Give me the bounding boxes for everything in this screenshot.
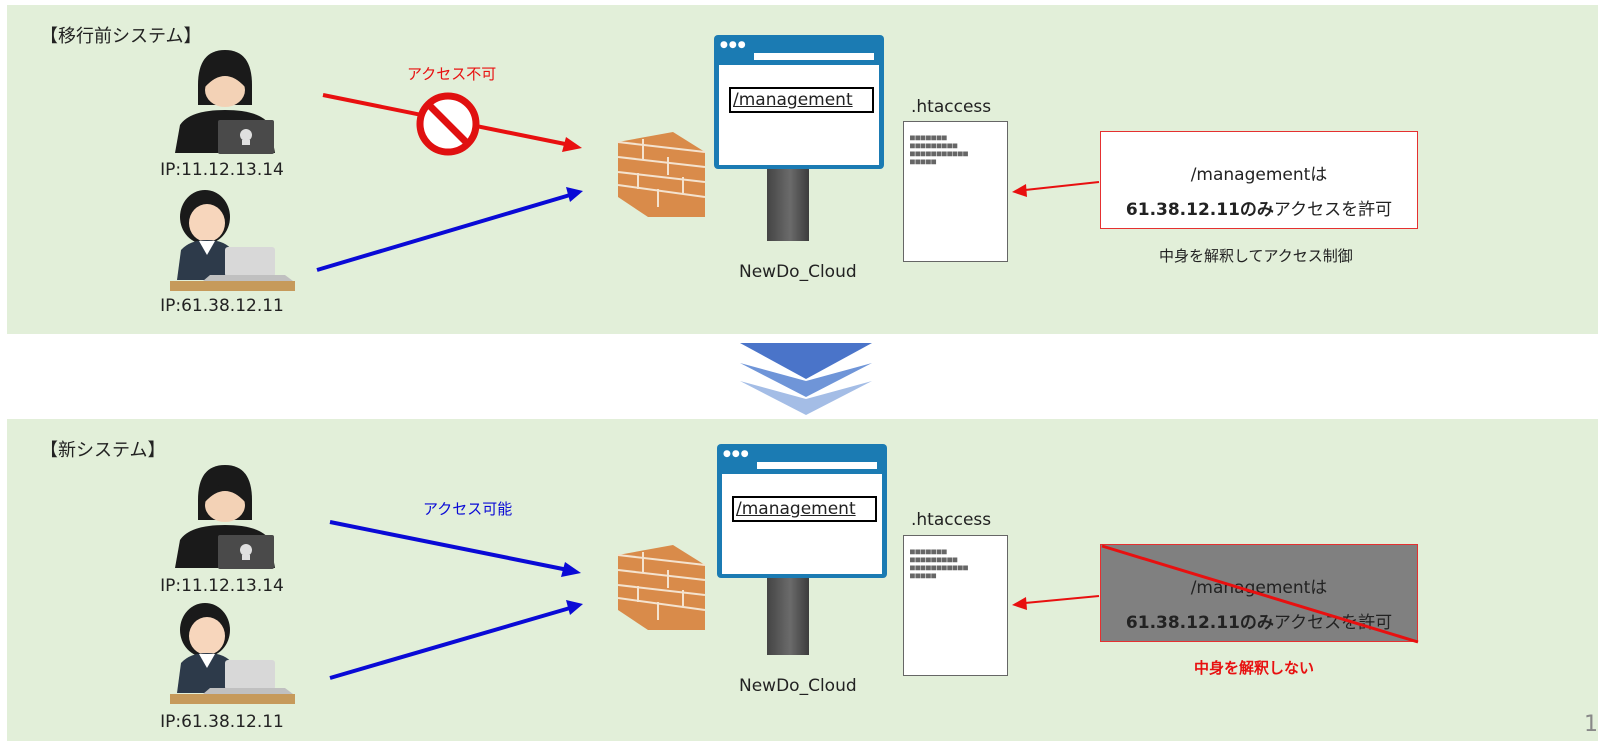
brick-wall-icon	[617, 132, 706, 217]
chevron-down-icon	[740, 343, 872, 415]
no-interpret-caption: 中身を解釈しない	[1194, 659, 1315, 677]
access-allowed-label: アクセス可能	[423, 500, 513, 518]
management-url[interactable]: /management	[732, 496, 877, 522]
user-icon	[170, 603, 295, 704]
note-pointer-arrow	[1024, 595, 1100, 604]
note-line-2: 61.38.12.11のみアクセスを許可	[1125, 200, 1393, 220]
user-ip-label: IP:61.38.12.11	[160, 296, 284, 316]
browser-window: ●●● /management	[714, 35, 884, 169]
access-arrows	[329, 520, 1100, 680]
hacker-allowed-arrow	[329, 520, 569, 572]
server-icon	[767, 163, 809, 241]
interpret-caption: 中身を解釈してアクセス制御	[1159, 247, 1353, 265]
access-denied-label: アクセス不可	[407, 65, 497, 83]
prohibited-icon	[416, 92, 480, 156]
server-name-label: NewDo_Cloud	[739, 676, 857, 696]
htaccess-document: ■■■■■■■■■■■■■■■■■■■■■■■■■■■■■■■■	[903, 535, 1008, 676]
browser-content: /management	[719, 65, 879, 165]
strikethrough-line	[1101, 544, 1419, 644]
legacy-system-title: 【移行前システム】	[40, 26, 202, 47]
new-system-title: 【新システム】	[40, 440, 166, 461]
window-dots-icon: ●●●	[723, 449, 750, 459]
allowed-arrow	[316, 193, 571, 272]
hacker-ip-label: IP:11.12.13.14	[160, 576, 284, 596]
server-icon	[767, 577, 809, 655]
note-pointer-arrow	[1024, 181, 1100, 191]
note-line-1: /managementは	[1190, 165, 1328, 185]
address-bar	[754, 53, 874, 60]
server-name-label: NewDo_Cloud	[739, 262, 857, 282]
browser-window: ●●● /management	[717, 444, 887, 578]
note-line-2: 61.38.12.11のみアクセスを許可	[1125, 613, 1393, 633]
window-dots-icon: ●●●	[720, 40, 747, 50]
htaccess-label: .htaccess	[911, 97, 992, 117]
htaccess-document: ■■■■■■■■■■■■■■■■■■■■■■■■■■■■■■■■	[903, 121, 1008, 262]
management-url[interactable]: /management	[729, 87, 874, 113]
user-ip-label: IP:61.38.12.11	[160, 712, 284, 732]
hacker-icon	[175, 50, 275, 154]
user-icon	[170, 190, 295, 291]
document-lines: ■■■■■■■■■■■■■■■■■■■■■■■■■■■■■■■■	[910, 547, 969, 580]
browser-content: /management	[722, 474, 882, 574]
hacker-icon	[175, 465, 275, 569]
address-bar	[757, 462, 877, 469]
document-lines: ■■■■■■■■■■■■■■■■■■■■■■■■■■■■■■■■	[910, 133, 969, 166]
htaccess-label: .htaccess	[911, 510, 992, 530]
page-number: 1	[1584, 712, 1598, 737]
user-allowed-arrow	[329, 606, 571, 680]
access-rule-note: /managementは 61.38.12.11のみアクセスを許可	[1100, 131, 1418, 229]
hacker-ip-label: IP:11.12.13.14	[160, 160, 284, 180]
brick-wall-icon	[617, 545, 706, 630]
